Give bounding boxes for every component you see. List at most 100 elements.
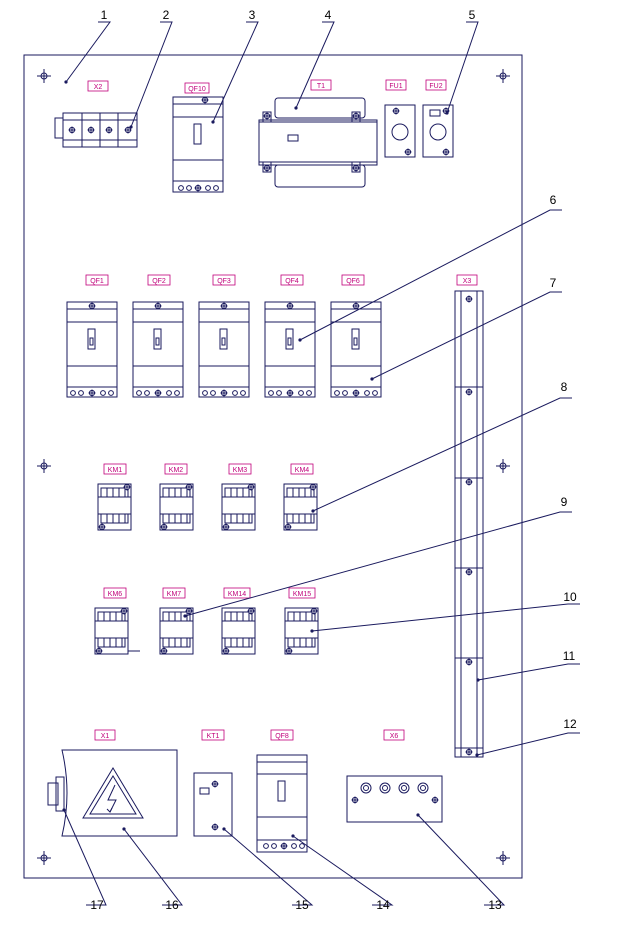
tag-qf1: QF1 bbox=[85, 274, 109, 286]
tag-qf8-text: QF8 bbox=[275, 733, 289, 740]
breaker-qf2 bbox=[133, 302, 183, 397]
callout-2-label: 2 bbox=[163, 8, 170, 22]
tag-km2: KM2 bbox=[164, 463, 188, 475]
callout-16: 16 bbox=[122, 827, 184, 912]
mounting-hole-icon bbox=[36, 68, 52, 84]
callout-14: 14 bbox=[291, 834, 394, 912]
contactor-km3 bbox=[222, 484, 255, 531]
callout-8: 8 bbox=[311, 380, 572, 513]
mounting-hole-icon bbox=[36, 850, 52, 866]
callout-12: 12 bbox=[475, 717, 580, 757]
callout-13: 13 bbox=[416, 813, 506, 912]
transformer-t1 bbox=[258, 97, 378, 188]
callouts: 1 2 3 4 5 6 7 8 9 10 11 12 13 14 15 16 1… bbox=[62, 8, 580, 912]
tag-qf1-text: QF1 bbox=[90, 278, 104, 285]
tag-x3: X3 bbox=[456, 274, 478, 286]
tag-km14-text: KM14 bbox=[228, 591, 246, 598]
tag-km3-text: KM3 bbox=[233, 467, 248, 474]
tag-km6: KM6 bbox=[103, 587, 127, 599]
tag-km7: KM7 bbox=[162, 587, 186, 599]
designation-tags: X2 QF10 T1 FU1 FU2 QF1 QF2 QF3 QF4 QF6 X… bbox=[85, 79, 478, 741]
callout-4-label: 4 bbox=[325, 8, 332, 22]
mounting-hole-icon bbox=[495, 850, 511, 866]
mounting-hole-icon bbox=[36, 458, 52, 474]
tag-km6-text: KM6 bbox=[108, 591, 123, 598]
contactor-km2 bbox=[160, 484, 193, 531]
breaker-qf10 bbox=[172, 96, 224, 193]
callout-6: 6 bbox=[298, 193, 562, 342]
callout-16-label: 16 bbox=[165, 898, 179, 912]
callout-15-label: 15 bbox=[295, 898, 309, 912]
tag-qf6-text: QF6 bbox=[346, 278, 360, 285]
tag-km7-text: KM7 bbox=[167, 591, 182, 598]
tag-fu1: FU1 bbox=[385, 79, 407, 91]
input-box-x1 bbox=[47, 749, 178, 837]
tag-x6-text: X6 bbox=[390, 733, 399, 740]
callout-15: 15 bbox=[222, 827, 314, 912]
callout-9: 9 bbox=[183, 495, 572, 618]
tag-km1: KM1 bbox=[103, 463, 127, 475]
tag-kt1: KT1 bbox=[201, 729, 225, 741]
tag-qf4: QF4 bbox=[280, 274, 304, 286]
callout-11: 11 bbox=[476, 649, 580, 682]
tag-fu2: FU2 bbox=[425, 79, 447, 91]
tag-qf2-text: QF2 bbox=[152, 278, 166, 285]
callout-7: 7 bbox=[370, 276, 562, 381]
tag-qf3-text: QF3 bbox=[217, 278, 231, 285]
breaker-qf1 bbox=[67, 302, 117, 397]
terminal-plate-x6 bbox=[346, 775, 443, 823]
callout-11-label: 11 bbox=[563, 649, 576, 663]
callout-2: 2 bbox=[129, 8, 173, 129]
tag-qf6: QF6 bbox=[341, 274, 365, 286]
callout-12-label: 12 bbox=[563, 717, 577, 731]
tag-qf3: QF3 bbox=[212, 274, 236, 286]
tag-fu1-text: FU1 bbox=[389, 83, 402, 90]
tag-km14: KM14 bbox=[223, 587, 251, 599]
tag-qf10: QF10 bbox=[184, 82, 210, 94]
tag-x2: X2 bbox=[87, 80, 109, 92]
callout-13-label: 13 bbox=[488, 898, 502, 912]
callout-7-label: 7 bbox=[550, 276, 557, 290]
callout-4: 4 bbox=[294, 8, 335, 110]
tag-km3: KM3 bbox=[228, 463, 252, 475]
high-voltage-warning-icon bbox=[82, 767, 144, 819]
breaker-qf4 bbox=[265, 302, 315, 397]
tag-km15: KM15 bbox=[288, 587, 316, 599]
tag-km4-text: KM4 bbox=[295, 467, 310, 474]
tag-t1-text: T1 bbox=[317, 83, 325, 90]
tag-km4: KM4 bbox=[290, 463, 314, 475]
callout-5: 5 bbox=[445, 8, 479, 115]
callout-3-label: 3 bbox=[249, 8, 256, 22]
tag-x6: X6 bbox=[383, 729, 405, 741]
callout-5-label: 5 bbox=[469, 8, 476, 22]
mounting-hole-icon bbox=[495, 458, 511, 474]
tag-km2-text: KM2 bbox=[169, 467, 184, 474]
breaker-qf8 bbox=[256, 754, 308, 853]
tag-x2-text: X2 bbox=[94, 84, 103, 91]
tag-qf8: QF8 bbox=[270, 729, 294, 741]
callout-17: 17 bbox=[62, 808, 107, 912]
tag-km15-text: KM15 bbox=[293, 591, 311, 598]
callout-1: 1 bbox=[64, 8, 111, 84]
relay-kt1 bbox=[193, 772, 233, 837]
tag-x1: X1 bbox=[94, 729, 116, 741]
callout-10-label: 10 bbox=[563, 590, 577, 604]
tag-km1-text: KM1 bbox=[108, 467, 123, 474]
breaker-qf6 bbox=[331, 302, 381, 397]
callout-10: 10 bbox=[310, 590, 580, 633]
mounting-hole-icon bbox=[495, 68, 511, 84]
tag-qf2: QF2 bbox=[147, 274, 171, 286]
mounting-plate bbox=[23, 54, 523, 879]
callout-6-label: 6 bbox=[550, 193, 557, 207]
callout-3: 3 bbox=[211, 8, 259, 124]
contactor-km7 bbox=[160, 608, 193, 655]
tag-kt1-text: KT1 bbox=[207, 733, 220, 740]
contactor-km6 bbox=[95, 608, 128, 655]
tag-qf10-text: QF10 bbox=[188, 86, 206, 93]
tag-t1: T1 bbox=[310, 79, 332, 91]
callout-14-label: 14 bbox=[376, 898, 390, 912]
breaker-qf3 bbox=[199, 302, 249, 397]
tag-x3-text: X3 bbox=[463, 278, 472, 285]
tag-qf4-text: QF4 bbox=[285, 278, 299, 285]
